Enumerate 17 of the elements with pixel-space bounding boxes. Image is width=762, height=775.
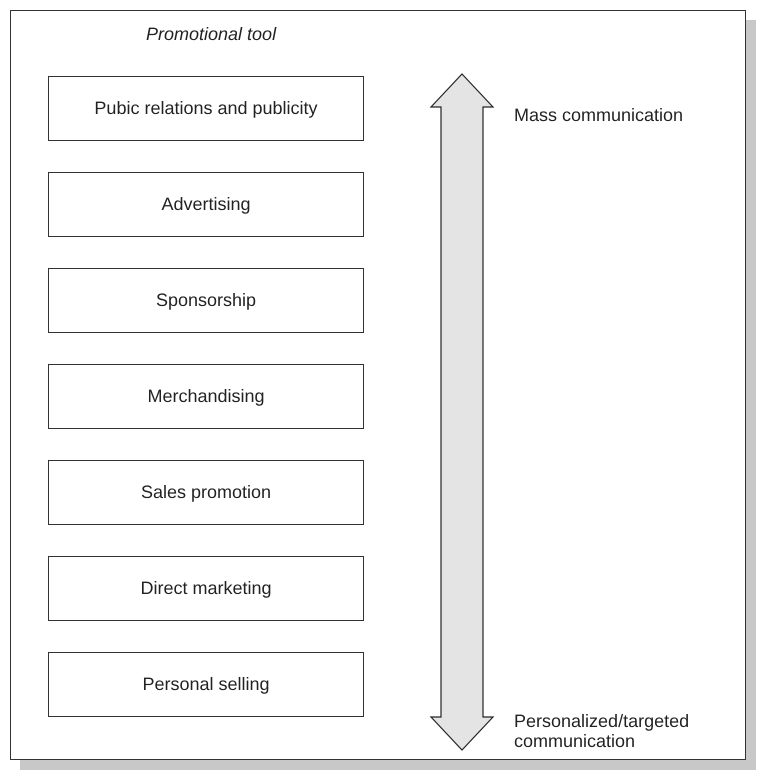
tool-box: [48, 460, 364, 525]
tool-box: [48, 268, 364, 333]
tool-box: [48, 364, 364, 429]
tool-box: [48, 172, 364, 237]
tool-box: [48, 556, 364, 621]
tool-label: Personal selling: [142, 673, 270, 696]
scale-label: Mass communication: [514, 105, 684, 125]
scale-label: Personalized/targeted communication: [514, 711, 690, 751]
column-heading: Promotional tool: [146, 23, 276, 46]
tool-label: Merchandising: [147, 385, 265, 408]
tool-label: Sponsorship: [156, 289, 256, 312]
tool-box: [48, 76, 364, 141]
tool-label: Direct marketing: [140, 577, 272, 600]
tool-box: [48, 652, 364, 717]
tool-label: Advertising: [161, 193, 251, 216]
tool-label: Pubic relations and publicity: [94, 97, 318, 120]
tool-label: Sales promotion: [140, 481, 272, 504]
